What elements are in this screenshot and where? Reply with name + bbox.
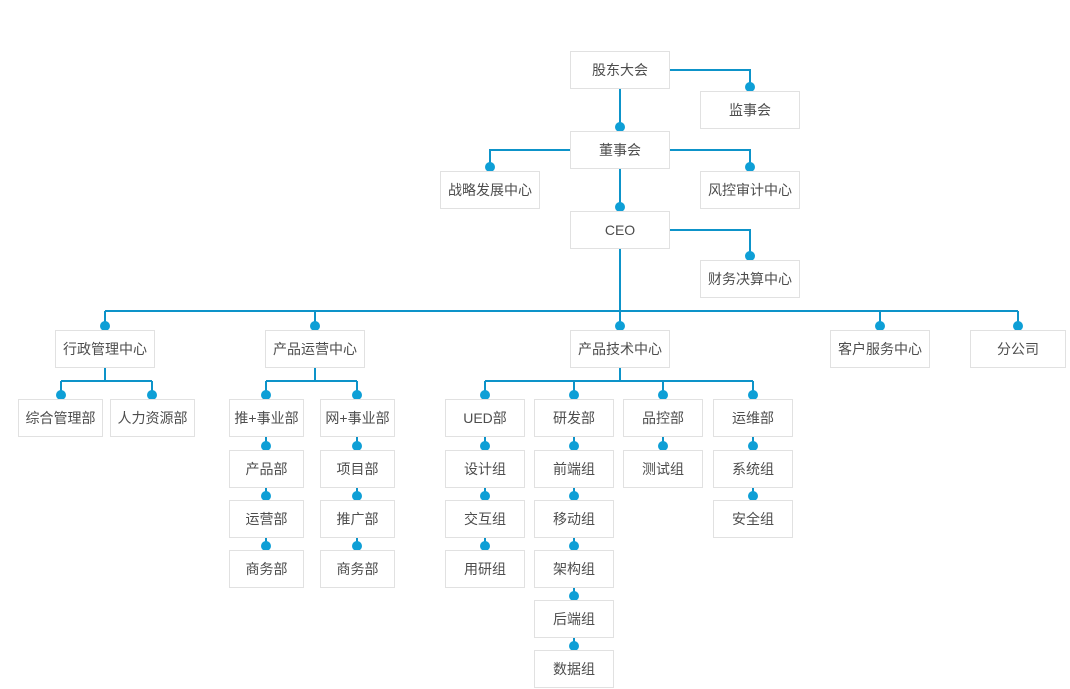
node-promotion-dept: 推广部	[320, 500, 395, 538]
node-admin-management-center: 行政管理中心	[55, 330, 155, 368]
node-operations-dept: 运营部	[229, 500, 304, 538]
node-testing-team: 测试组	[623, 450, 703, 488]
node-shareholders-meeting: 股东大会	[570, 51, 670, 89]
node-rnd-dept: 研发部	[534, 399, 614, 437]
node-wang-business-division: 网+事业部	[320, 399, 395, 437]
node-board-of-directors: 董事会	[570, 131, 670, 169]
node-quality-control-dept: 品控部	[623, 399, 703, 437]
node-tui-business-division: 推+事业部	[229, 399, 304, 437]
node-security-team: 安全组	[713, 500, 793, 538]
node-business-dept-2: 商务部	[320, 550, 395, 588]
node-design-team: 设计组	[445, 450, 525, 488]
node-product-operations-center: 产品运营中心	[265, 330, 365, 368]
node-ops-maintenance-dept: 运维部	[713, 399, 793, 437]
node-user-research-team: 用研组	[445, 550, 525, 588]
node-branch-company: 分公司	[970, 330, 1066, 368]
node-general-management-dept: 综合管理部	[18, 399, 103, 437]
node-project-dept: 项目部	[320, 450, 395, 488]
node-data-team: 数据组	[534, 650, 614, 688]
node-frontend-team: 前端组	[534, 450, 614, 488]
node-ued-dept: UED部	[445, 399, 525, 437]
node-mobile-team: 移动组	[534, 500, 614, 538]
node-human-resources-dept: 人力资源部	[110, 399, 195, 437]
node-customer-service-center: 客户服务中心	[830, 330, 930, 368]
node-backend-team: 后端组	[534, 600, 614, 638]
node-financial-settlement-center: 财务决算中心	[700, 260, 800, 298]
node-ceo: CEO	[570, 211, 670, 249]
node-product-technology-center: 产品技术中心	[570, 330, 670, 368]
node-interaction-team: 交互组	[445, 500, 525, 538]
node-product-dept: 产品部	[229, 450, 304, 488]
node-risk-audit-center: 风控审计中心	[700, 171, 800, 209]
node-strategy-development-center: 战略发展中心	[440, 171, 540, 209]
node-business-dept-1: 商务部	[229, 550, 304, 588]
node-supervisory-board: 监事会	[700, 91, 800, 129]
node-system-team: 系统组	[713, 450, 793, 488]
node-architecture-team: 架构组	[534, 550, 614, 588]
